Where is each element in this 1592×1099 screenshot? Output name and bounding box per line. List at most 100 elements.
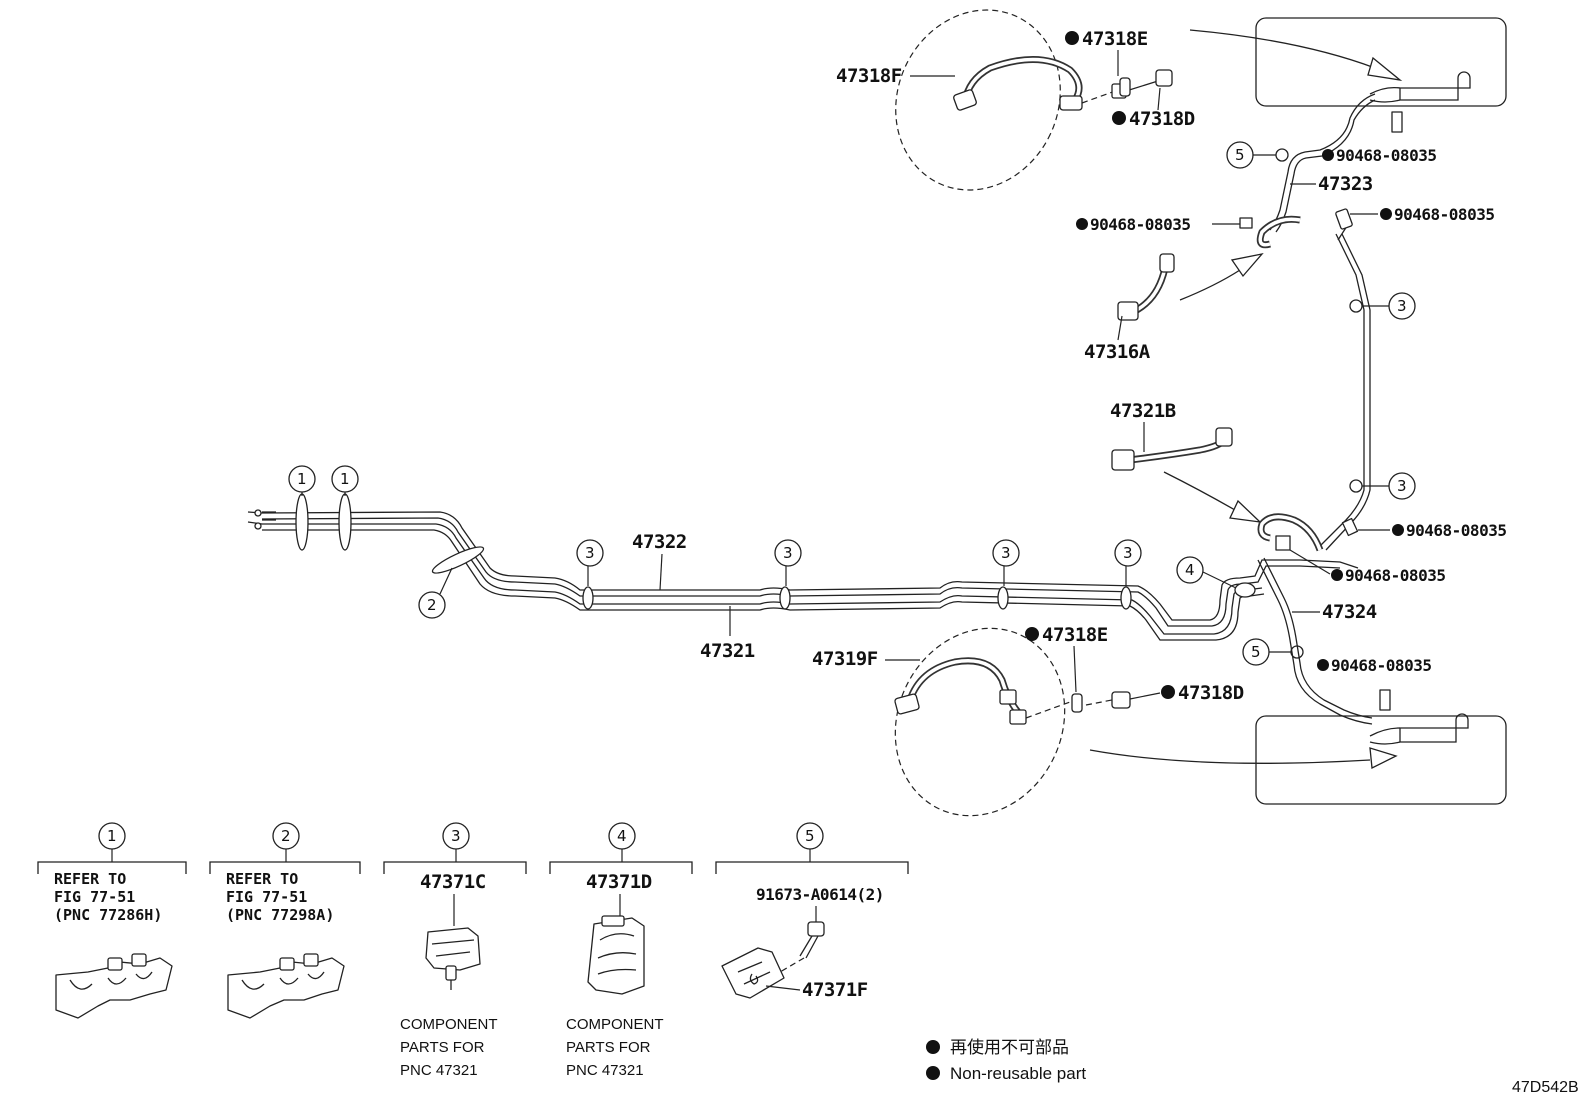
brake-tube-47322 — [261, 511, 1359, 627]
front-hose-detail-top — [895, 9, 1119, 191]
svg-text:PARTS FOR: PARTS FOR — [566, 1039, 651, 1056]
clamp-part-47371F — [721, 947, 785, 999]
svg-text:90468-08035: 90468-08035 — [1336, 146, 1436, 165]
label-90468-b: 90468-08035 — [1076, 215, 1240, 234]
tube-end-fittings-left — [247, 509, 276, 530]
detail-panel-1: 1 REFER TO FIG 77-51 (PNC 77286H) — [37, 822, 187, 1019]
svg-text:91673-A0614(2): 91673-A0614(2) — [756, 885, 884, 904]
svg-text:(PNC 77298A): (PNC 77298A) — [226, 906, 334, 924]
flex-hose-47321B — [1111, 427, 1262, 523]
callout-3-d: 3 — [1114, 539, 1142, 586]
svg-text:FIG 77-51: FIG 77-51 — [226, 888, 307, 906]
clamp-part-77298A — [227, 953, 345, 1019]
svg-text:3: 3 — [1001, 544, 1011, 562]
front-caliper-area-bottom — [1255, 713, 1507, 805]
label-90468-a: 90468-08035 — [1322, 146, 1437, 165]
svg-text:47318E: 47318E — [1042, 624, 1108, 646]
brake-tube-47324 — [1257, 557, 1391, 725]
svg-text:COMPONENT: COMPONENT — [566, 1016, 664, 1033]
svg-text:1: 1 — [340, 470, 350, 488]
callout-3-f: 3 — [1362, 472, 1416, 500]
label-90468-e: 90468-08035 — [1289, 549, 1446, 585]
label-47323: 47323 — [1290, 173, 1373, 195]
brake-tube-right-vertical — [1319, 208, 1371, 551]
detail-panel-4: 4 47371D COMPONENT PARTS FOR PNC 47321 — [549, 822, 693, 1079]
svg-text:47316A: 47316A — [1084, 341, 1151, 363]
gasket-47318E-top — [1119, 77, 1131, 97]
callout-3-e: 3 — [1362, 292, 1416, 320]
label-47321: 47321 — [700, 606, 755, 662]
svg-text:PNC 47321: PNC 47321 — [400, 1062, 478, 1079]
svg-text:REFER TO: REFER TO — [226, 870, 298, 888]
callout-3-c: 3 — [992, 539, 1020, 586]
clip-part-47371C — [425, 927, 481, 990]
svg-text:47318F: 47318F — [836, 65, 902, 87]
label-47318D-bottom: 47318D — [1129, 682, 1244, 704]
label-90468-f: 90468-08035 — [1317, 656, 1432, 675]
detail-panel-5: 5 91673-A0614(2) 47371F — [715, 822, 909, 1001]
svg-text:3: 3 — [451, 827, 461, 845]
brake-tube-47321 — [262, 523, 1265, 641]
arrow-top-hose — [1189, 29, 1403, 82]
svg-text:2: 2 — [281, 827, 291, 845]
svg-text:47318E: 47318E — [1082, 28, 1148, 50]
clamp-part-77286H — [55, 953, 173, 1019]
clamp-type3-c — [997, 586, 1009, 610]
svg-text:1: 1 — [107, 827, 117, 845]
legend: 再使用不可部品 Non-reusable part — [926, 1037, 1086, 1083]
callout-5-a: 5 — [1226, 141, 1276, 169]
callout-1-a: 1 — [288, 465, 316, 496]
svg-text:47323: 47323 — [1318, 173, 1373, 195]
callout-4: 4 — [1176, 556, 1237, 589]
label-47321B: 47321B — [1110, 400, 1176, 452]
svg-text:47321B: 47321B — [1110, 400, 1176, 422]
svg-text:再使用不可部品: 再使用不可部品 — [950, 1037, 1069, 1057]
svg-text:47322: 47322 — [632, 531, 687, 553]
svg-text:1: 1 — [297, 470, 307, 488]
svg-text:Non-reusable part: Non-reusable part — [950, 1064, 1086, 1083]
svg-text:2: 2 — [427, 596, 437, 614]
svg-text:47371F: 47371F — [802, 979, 868, 1001]
label-47322: 47322 — [632, 531, 687, 591]
svg-text:COMPONENT: COMPONENT — [400, 1016, 498, 1033]
front-hose-detail-bottom — [894, 627, 1071, 817]
front-caliper-area-top — [1255, 17, 1507, 107]
callout-3-b: 3 — [774, 539, 802, 586]
svg-text:47371C: 47371C — [420, 871, 486, 893]
svg-text:5: 5 — [1251, 643, 1261, 661]
clamp-type3-d — [1120, 586, 1132, 610]
svg-text:5: 5 — [805, 827, 815, 845]
svg-text:47324: 47324 — [1322, 601, 1377, 623]
svg-text:47318D: 47318D — [1178, 682, 1244, 704]
svg-text:3: 3 — [1397, 477, 1407, 495]
label-47318E-top: 47318E — [1065, 28, 1148, 76]
clamp-type3-f — [1349, 479, 1363, 493]
svg-text:90468-08035: 90468-08035 — [1331, 656, 1431, 675]
clamp-type1-b — [338, 493, 352, 551]
label-47324: 47324 — [1292, 601, 1377, 623]
svg-text:(PNC 77286H): (PNC 77286H) — [54, 906, 162, 924]
callout-1-b: 1 — [331, 465, 359, 496]
clamp-type3-b — [779, 586, 791, 610]
svg-text:47371D: 47371D — [586, 871, 652, 893]
svg-text:4: 4 — [1185, 561, 1195, 579]
clamp-type3-a — [582, 586, 594, 610]
flex-hose-47316A — [1117, 252, 1264, 321]
svg-text:3: 3 — [585, 544, 595, 562]
svg-text:3: 3 — [1397, 297, 1407, 315]
clamp-type4 — [1234, 582, 1256, 598]
svg-text:PARTS FOR: PARTS FOR — [400, 1039, 485, 1056]
label-90468-d: 90468-08035 — [1358, 521, 1507, 540]
clamp-type5-a — [1275, 148, 1289, 162]
label-47318E-bottom: 47318E — [1025, 624, 1108, 693]
detail-panel-2: 2 REFER TO FIG 77-51 (PNC 77298A) — [209, 822, 361, 1019]
svg-text:90468-08035: 90468-08035 — [1394, 205, 1494, 224]
svg-text:90468-08035: 90468-08035 — [1345, 566, 1445, 585]
svg-text:FIG 77-51: FIG 77-51 — [54, 888, 135, 906]
svg-text:3: 3 — [1123, 544, 1133, 562]
callout-5-b: 5 — [1242, 638, 1291, 666]
svg-text:47319F: 47319F — [812, 648, 878, 670]
union-bolt-47318D-bottom — [1085, 691, 1131, 709]
clip-part-47371D — [587, 915, 645, 995]
